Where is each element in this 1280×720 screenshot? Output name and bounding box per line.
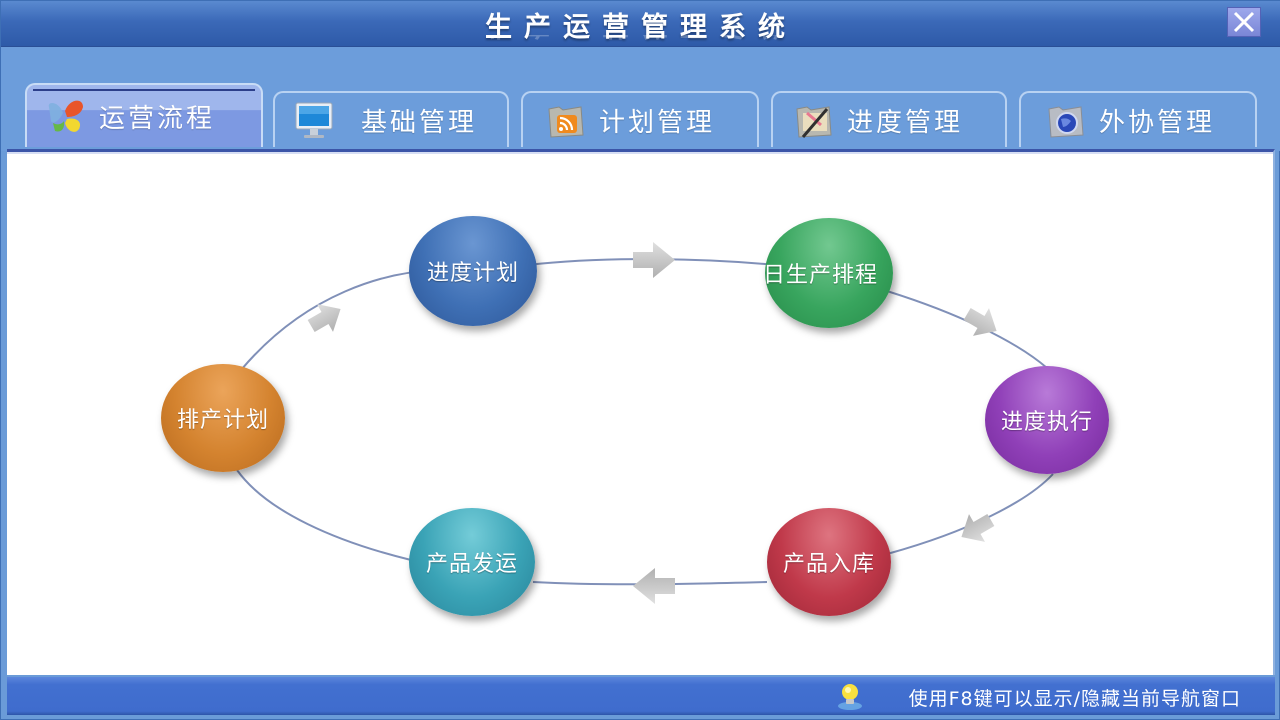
pen-folder-icon — [796, 106, 832, 138]
window-title: 生产运营管理系统 — [485, 12, 797, 43]
close-icon — [1233, 11, 1255, 33]
rss-folder-icon — [548, 106, 584, 138]
lightbulb-icon — [838, 684, 862, 710]
flow-arrow-icon — [633, 242, 675, 278]
tab-label: 外协管理 — [1099, 107, 1216, 138]
globe-folder-icon — [1048, 106, 1084, 138]
tab-bar: 运营流程 基础管理 计划管理 — [1, 47, 1280, 151]
title-bar: 生产运营管理系统 生产运营管理系统 — [1, 1, 1280, 47]
flow-node-daily-production-schedule[interactable]: 日生产排程 — [763, 218, 893, 328]
flow-node-product-shipping[interactable]: 产品发运 — [409, 508, 535, 616]
tab-operations-flow[interactable]: 运营流程 — [25, 83, 263, 147]
window-title-reflection: 生产运营管理系统 — [1, 35, 1280, 47]
flow-node-product-warehousing[interactable]: 产品入库 — [767, 508, 891, 616]
flow-connector-line — [240, 269, 438, 371]
butterfly-icon — [48, 100, 83, 132]
tab-basic-management[interactable]: 基础管理 — [273, 91, 509, 147]
tab-label: 进度管理 — [847, 107, 964, 138]
flow-node-progress-plan[interactable]: 进度计划 — [409, 216, 537, 326]
flow-arrow-icon — [633, 568, 675, 604]
flow-arrow-icon — [961, 513, 995, 542]
flow-arrow-icon — [963, 307, 997, 336]
tab-outsourcing-management[interactable]: 外协管理 — [1019, 91, 1257, 147]
tab-label: 计划管理 — [599, 107, 716, 138]
flow-node-production-scheduling[interactable]: 排产计划 — [161, 364, 285, 472]
status-hint-text: 使用F8键可以显示/隐藏当前导航窗口 — [908, 688, 1241, 710]
status-bar: 使用F8键可以显示/隐藏当前导航窗口 — [7, 677, 1275, 715]
flow-diagram — [236, 242, 1054, 604]
close-button[interactable] — [1227, 7, 1261, 37]
flow-arrow-icon — [307, 304, 341, 333]
content-panel: 排产计划 进度计划 日生产排程 进度执行 产品入库 产品发运 — [7, 149, 1275, 675]
tab-progress-management[interactable]: 进度管理 — [771, 91, 1007, 147]
monitor-icon — [295, 102, 333, 138]
flow-node-progress-execution[interactable]: 进度执行 — [985, 366, 1109, 474]
tab-label: 基础管理 — [361, 107, 478, 138]
tab-plan-management[interactable]: 计划管理 — [521, 91, 759, 147]
tab-label: 运营流程 — [99, 103, 216, 134]
